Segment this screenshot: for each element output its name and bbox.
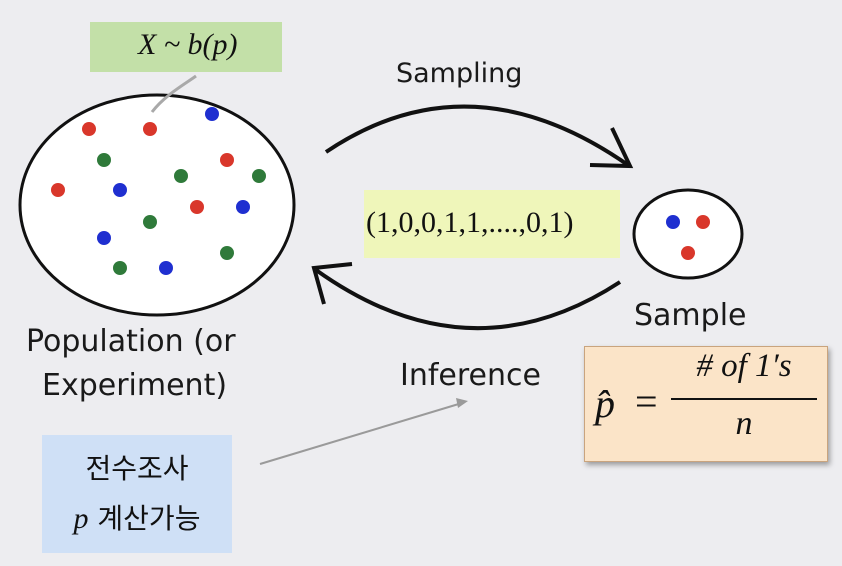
pointer-arrowhead-blue bbox=[456, 398, 468, 408]
population-dot-green bbox=[220, 246, 234, 260]
census-note-variable: p bbox=[73, 502, 89, 535]
population-dot-red bbox=[190, 200, 204, 214]
sample-dot-blue bbox=[666, 215, 680, 229]
census-note-text: 계산가능 bbox=[88, 502, 201, 535]
pointer-line-green bbox=[150, 74, 197, 113]
sampling-arrow bbox=[324, 104, 630, 167]
estimator-numerator: # of 1′s bbox=[696, 348, 792, 384]
sample-data-label: (1,0,0,1,1,....,0,1) bbox=[366, 206, 574, 239]
population-dot-blue bbox=[159, 261, 173, 275]
distribution-label: X ~ b(p) bbox=[138, 28, 238, 61]
population-dot-green bbox=[143, 215, 157, 229]
census-note-line2: p 계산가능 bbox=[42, 497, 232, 537]
sampling-label: Sampling bbox=[396, 58, 523, 89]
population-dot-green bbox=[113, 261, 127, 275]
population-dot-green bbox=[97, 153, 111, 167]
inference-arrowhead bbox=[311, 262, 353, 305]
sample-circle bbox=[632, 188, 744, 280]
distribution-label-box: X ~ b(p) bbox=[90, 22, 282, 72]
pointer-line-blue bbox=[259, 402, 463, 465]
population-dot-blue bbox=[236, 200, 250, 214]
population-dot-blue bbox=[113, 183, 127, 197]
population-dot-red bbox=[220, 153, 234, 167]
population-dot-green bbox=[252, 169, 266, 183]
sample-data-box: (1,0,0,1,1,....,0,1) bbox=[364, 190, 620, 258]
estimator-denominator: n bbox=[735, 405, 753, 442]
sample-dots bbox=[666, 215, 710, 260]
population-ellipse bbox=[18, 93, 296, 317]
population-dot-green bbox=[174, 169, 188, 183]
population-dot-red bbox=[143, 122, 157, 136]
population-dot-red bbox=[82, 122, 96, 136]
sample-dot-red bbox=[696, 215, 710, 229]
estimator-symbol: p̂ bbox=[595, 381, 615, 426]
estimator-formula-box: p̂ = # of 1′s n bbox=[584, 346, 828, 462]
inference-arrow bbox=[314, 268, 622, 331]
sampling-arrowhead bbox=[589, 127, 634, 169]
estimator-equals: = bbox=[635, 379, 658, 424]
estimator-fraction-bar bbox=[671, 398, 817, 400]
census-note-box: 전수조사 p 계산가능 bbox=[42, 435, 232, 553]
population-label-line1: Population (or bbox=[26, 324, 236, 359]
population-dot-blue bbox=[97, 231, 111, 245]
census-note-line1: 전수조사 bbox=[85, 452, 189, 485]
inference-label: Inference bbox=[400, 358, 541, 393]
population-label-line2: Experiment) bbox=[42, 368, 228, 403]
population-dot-red bbox=[51, 183, 65, 197]
sample-dot-red bbox=[681, 246, 695, 260]
population-dot-blue bbox=[205, 107, 219, 121]
population-dots bbox=[51, 107, 266, 275]
sample-label: Sample bbox=[634, 298, 747, 333]
